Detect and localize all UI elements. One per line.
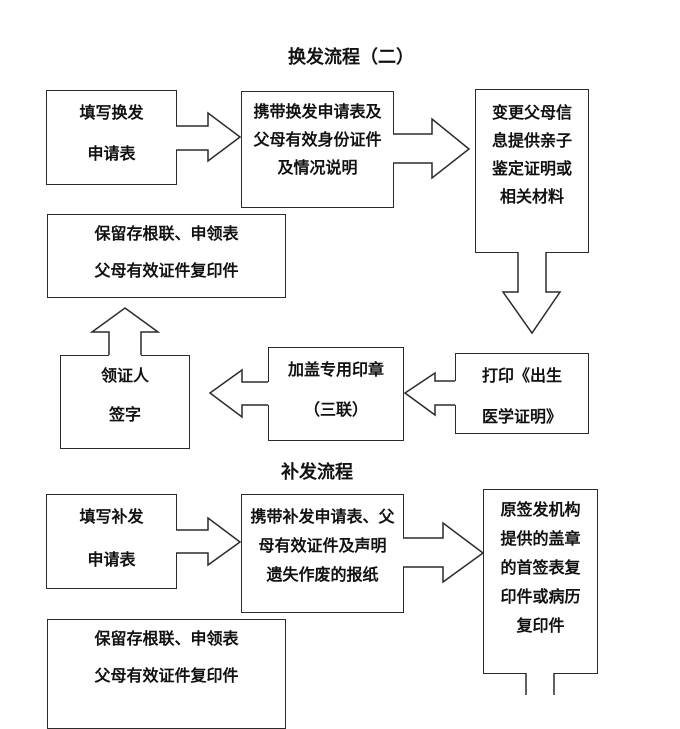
step-text-line: 加盖专用印章 (287, 360, 384, 379)
step-text-line: 提供的盖章 (500, 529, 581, 548)
step-text-line: 打印《出生 (481, 366, 562, 385)
arrow-up-icon (89, 307, 161, 358)
arrow-left-icon (208, 368, 271, 419)
step-text-line: 父母有效证件复印件 (94, 666, 239, 685)
step-text-line: 复印件 (516, 616, 565, 635)
replacement-fill-form-step: 填写补发 申请表 (46, 494, 177, 589)
renewal-fill-form-step: 填写换发 申请表 (46, 90, 177, 185)
step-text-line: 填写换发 (79, 103, 144, 122)
step-text-line: 领证人 (100, 366, 149, 385)
step-text-line: 息提供亲子 (491, 131, 572, 150)
step-text-line: 携带换发申请表及 (253, 102, 382, 121)
step-text-line: 遗失作废的报纸 (266, 565, 379, 584)
arrow-right-icon (400, 521, 485, 584)
step-text-line: （三联） (303, 400, 368, 419)
step-text-line: 变更父母信 (491, 103, 572, 122)
step-text-line: 携带补发申请表、父 (250, 507, 395, 526)
renewal-stamp-step: 加盖专用印章 （三联） (268, 347, 404, 441)
step-text-line: 保留存根联、申领表 (94, 629, 239, 648)
step-text-line: 鉴定证明或 (491, 159, 572, 178)
renewal-recipient-sign-step: 领证人 签字 (60, 355, 190, 449)
step-text-line: 父母有效证件复印件 (94, 261, 239, 280)
replacement-retain-records-step: 保留存根联、申领表 父母有效证件复印件 (47, 619, 286, 729)
step-text-line: 相关材料 (499, 187, 564, 206)
step-text-line: 及情况说明 (277, 158, 358, 177)
renewal-retain-records-step: 保留存根联、申领表 父母有效证件复印件 (47, 214, 286, 298)
replacement-issuing-agency-copy-step: 原签发机构 提供的盖章 的首签表复 印件或病历 复印件 (483, 489, 598, 674)
arrow-right-icon (390, 117, 471, 180)
arrow-right-icon (173, 111, 242, 163)
step-text-line: 的首签表复 (500, 558, 581, 577)
step-text-line: 医学证明》 (481, 407, 562, 426)
step-text-line: 填写补发 (79, 507, 144, 526)
renewal-bring-documents-step: 携带换发申请表及 父母有效身份证件 及情况说明 (241, 91, 394, 208)
renewal-parent-info-change-step: 变更父母信 息提供亲子 鉴定证明或 相关材料 (475, 89, 589, 253)
step-text-line: 保留存根联、申领表 (94, 224, 239, 243)
step-text-line: 父母有效身份证件 (253, 130, 382, 149)
renewal-print-certificate-step: 打印《出生 医学证明》 (455, 353, 589, 434)
step-text-line: 印件或病历 (500, 587, 581, 606)
step-text-line: 申请表 (87, 550, 136, 569)
replacement-bring-documents-step: 携带补发申请表、父 母有效证件及声明 遗失作废的报纸 (241, 494, 404, 613)
step-text-line: 原签发机构 (500, 500, 581, 519)
step-text-line: 签字 (108, 405, 141, 424)
replacement-flow-title: 补发流程 (281, 462, 353, 483)
step-text-line: 母有效证件及声明 (258, 536, 387, 555)
arrow-down-icon (501, 249, 562, 335)
renewal-flow-title: 换发流程（二） (288, 47, 414, 68)
arrow-left-icon (403, 371, 458, 417)
arrow-right-icon (173, 516, 242, 567)
step-text-line: 申请表 (87, 144, 136, 163)
